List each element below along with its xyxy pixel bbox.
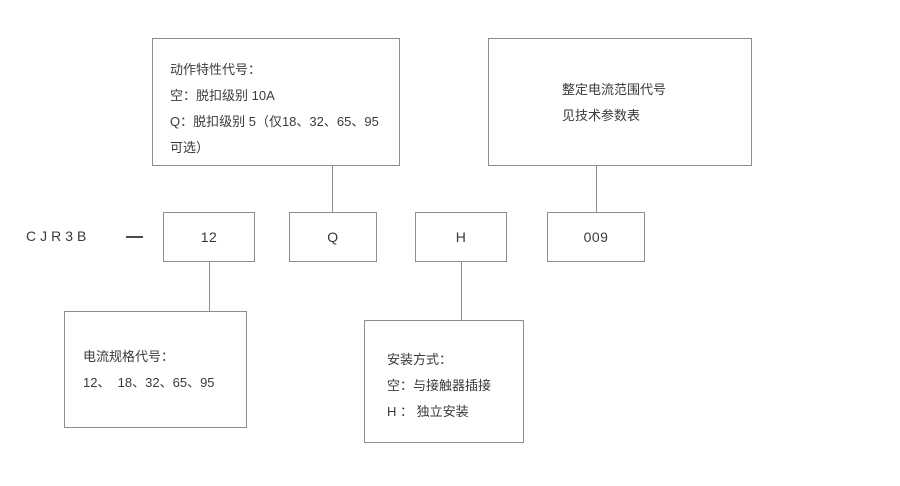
callout-action-line-1: 动作特性代号： bbox=[170, 62, 262, 77]
callout-current-range-line-1: 整定电流范围代号 bbox=[562, 82, 667, 97]
callout-current-range-line-2: 见技术参数表 bbox=[562, 108, 641, 123]
callout-action-line-2: 空：脱扣级别 10A bbox=[170, 88, 275, 103]
connector-code-h-to-mount bbox=[461, 262, 462, 320]
callout-mounting-method-line-1: 安装方式： bbox=[387, 352, 453, 367]
connector-code-12-to-spec bbox=[209, 262, 210, 311]
series-separator-dash bbox=[126, 236, 143, 238]
code-box-action-characteristic-value: Q bbox=[327, 229, 339, 245]
callout-action-characteristic: 动作特性代号： 空：脱扣级别 10A Q：脱扣级别 5（仅18、32、65、95… bbox=[152, 38, 400, 166]
callout-action-text: 动作特性代号： 空：脱扣级别 10A Q：脱扣级别 5（仅18、32、65、95… bbox=[170, 57, 399, 161]
callout-current-spec: 电流规格代号： 12、 18、32、65、95 bbox=[64, 311, 247, 428]
callout-mounting-method-line-3: H ： 独立安装 bbox=[387, 404, 469, 419]
callout-mounting-method: 安装方式： 空：与接触器插接 H ： 独立安装 bbox=[364, 320, 524, 443]
connector-action-to-code-q bbox=[332, 166, 333, 212]
connector-range-to-code-009 bbox=[596, 166, 597, 212]
callout-mounting-method-line-2: 空：与接触器插接 bbox=[387, 378, 492, 393]
code-box-action-characteristic: Q bbox=[289, 212, 377, 262]
callout-action-line-3: Q：脱扣级别 5（仅18、32、65、95 bbox=[170, 114, 379, 129]
callout-current-spec-text: 电流规格代号： 12、 18、32、65、95 bbox=[83, 344, 246, 396]
code-box-current-range: 009 bbox=[547, 212, 645, 262]
code-box-current-spec: 12 bbox=[163, 212, 255, 262]
series-label: CJR3B bbox=[26, 228, 91, 244]
callout-action-line-4: 可选） bbox=[170, 140, 210, 155]
code-box-mounting-value: H bbox=[455, 229, 467, 245]
callout-current-range-text: 整定电流范围代号 见技术参数表 bbox=[562, 77, 751, 129]
callout-mounting-method-text: 安装方式： 空：与接触器插接 H ： 独立安装 bbox=[387, 347, 523, 425]
callout-current-range: 整定电流范围代号 见技术参数表 bbox=[488, 38, 752, 166]
code-box-current-spec-value: 12 bbox=[200, 229, 218, 245]
code-box-current-range-value: 009 bbox=[583, 229, 609, 245]
code-box-mounting: H bbox=[415, 212, 507, 262]
callout-current-spec-line-2: 12、 18、32、65、95 bbox=[83, 375, 215, 390]
callout-current-spec-line-1: 电流规格代号： bbox=[83, 349, 175, 364]
